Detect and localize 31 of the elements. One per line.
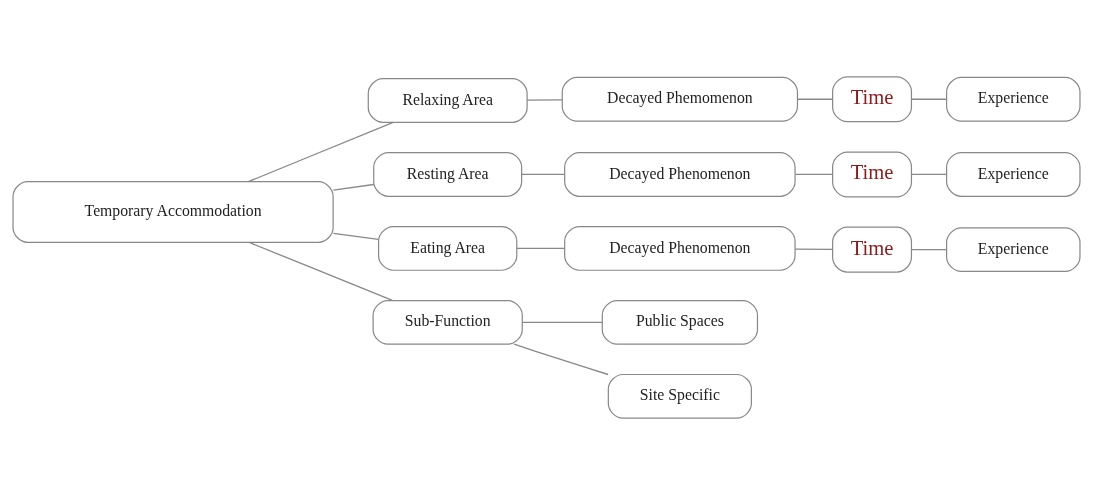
node-box: Resting Area bbox=[373, 151, 523, 197]
connector bbox=[248, 241, 393, 301]
connector bbox=[332, 232, 380, 240]
connector bbox=[521, 173, 565, 175]
connector bbox=[910, 173, 947, 175]
connector bbox=[332, 183, 375, 191]
node-box: Decayed Phenomenon bbox=[564, 151, 796, 197]
connector bbox=[521, 321, 603, 323]
node-box: Eating Area bbox=[377, 225, 518, 271]
node-box: Sub-Function bbox=[372, 299, 523, 345]
connector bbox=[516, 247, 565, 249]
node-box: Site Specific bbox=[607, 373, 752, 419]
node-box: Time bbox=[832, 75, 913, 122]
node-box: Temporary Accommodation bbox=[12, 180, 334, 243]
node-box: Experience bbox=[946, 151, 1081, 197]
connector bbox=[910, 98, 947, 100]
connector bbox=[526, 98, 563, 101]
node-box: Time bbox=[832, 150, 913, 197]
node-box: Time bbox=[832, 226, 913, 273]
connector bbox=[910, 248, 947, 250]
connector bbox=[513, 343, 609, 375]
node-box: Decayed Phemomenon bbox=[561, 76, 799, 122]
node-box: Public Spaces bbox=[601, 299, 759, 345]
connector bbox=[797, 98, 834, 100]
node-box: Experience bbox=[946, 226, 1081, 272]
connector bbox=[794, 173, 834, 175]
node-box: Experience bbox=[946, 76, 1081, 122]
connector bbox=[794, 247, 834, 250]
node-box: Decayed Phenomenon bbox=[564, 225, 796, 271]
node-box: Relaxing Area bbox=[367, 77, 528, 123]
connector bbox=[247, 121, 394, 182]
